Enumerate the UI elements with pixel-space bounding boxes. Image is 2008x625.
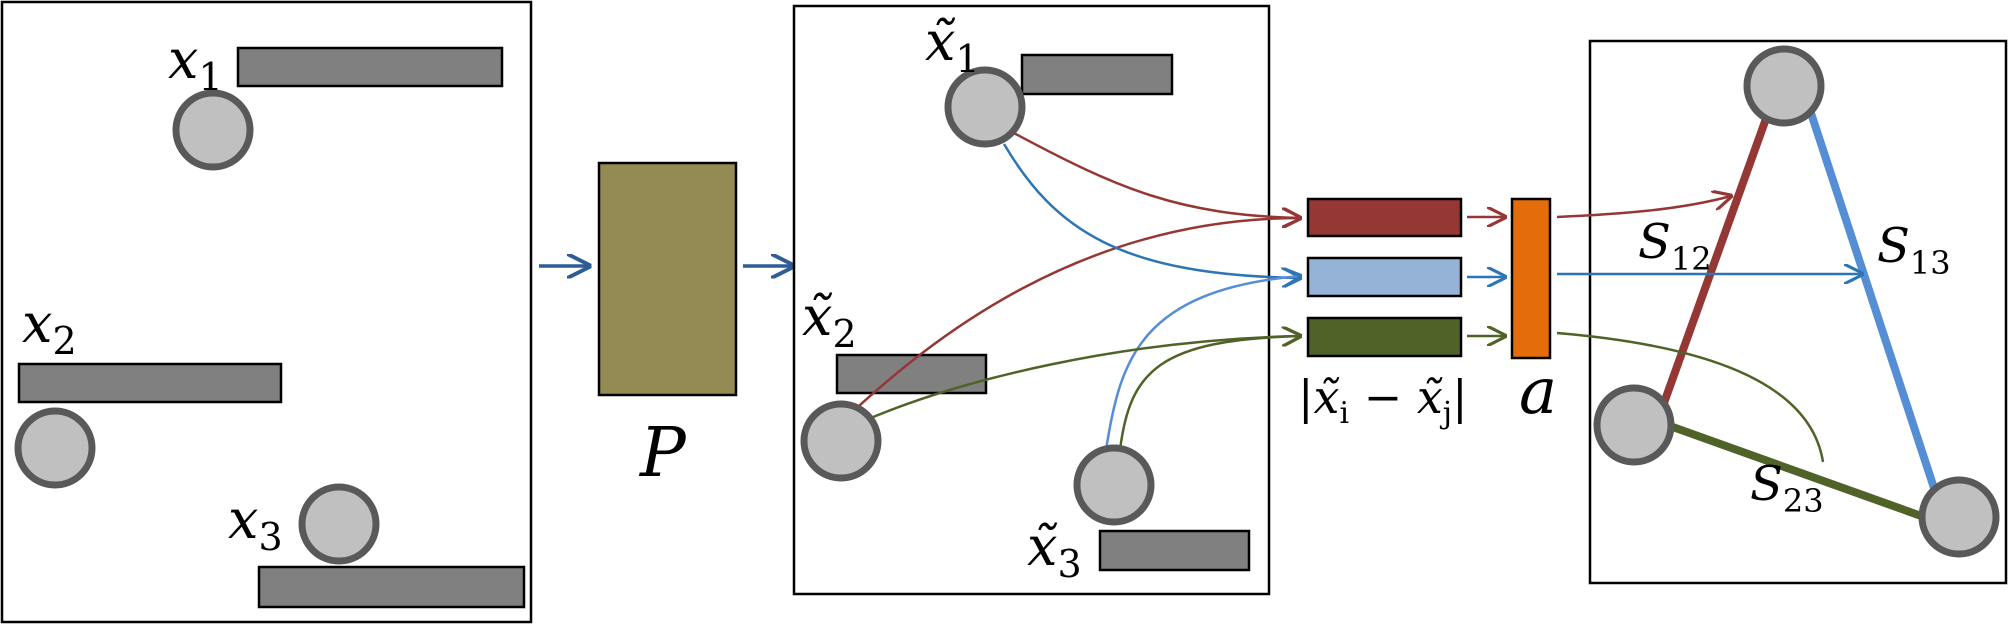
diff-vector-blue [1306,256,1463,298]
curve-x2-to-green [865,336,1300,422]
edge-s13 [1804,102,1938,490]
label-s13: S13 [1877,218,1951,282]
projected-bar-x1 [1020,53,1174,96]
curve-x1-to-blue [1002,143,1300,278]
node-x1 [172,89,254,171]
projected-node-x3 [1073,444,1155,526]
label-s12: S12 [1638,214,1712,278]
attention-block [1510,197,1552,360]
projected-bar-x3 [1098,529,1251,572]
difference-vectors: |x̃i − x̃j| [1298,197,1468,431]
node-x3 [298,483,380,565]
projected-panel: x̃1 x̃2 x̃3 [792,4,1300,596]
attention: a [1510,197,1557,429]
curve-x3-to-green [1118,336,1300,451]
projected-node-x1 [944,66,1026,148]
feature-bar-x1 [236,46,504,88]
graph-node-1 [1743,45,1825,127]
curve-attention-to-s12 [1556,196,1731,219]
difference-label: |x̃i − x̃j| [1298,370,1468,431]
attention-label: a [1519,355,1557,429]
feature-bar-x3 [257,565,526,609]
feature-bar-x2 [17,362,283,404]
label-x3: x3 [228,488,283,559]
projection-block [597,161,738,397]
projection: P [597,161,738,493]
input-panel: x1 x2 x3 [0,0,533,624]
curve-x3-to-blue [1104,276,1300,451]
node-x2 [14,407,96,489]
label-s23: S23 [1750,456,1824,520]
edge-s23 [1668,422,1926,521]
label-x-tilde-2: x̃2 [802,285,857,356]
projection-label: P [638,414,687,493]
graph-node-3 [1918,476,2000,558]
label-x1: x1 [168,28,223,99]
label-x2: x2 [22,292,77,363]
diff-vector-red [1306,197,1463,238]
curve-x2-to-red [847,218,1300,417]
diff-vector-green [1306,316,1463,358]
projected-node-x2 [800,400,882,482]
graph-node-2 [1593,384,1675,466]
label-x-tilde-3: x̃3 [1027,515,1082,586]
curve-x1-to-red [1011,130,1300,218]
edge-s12 [1656,100,1776,416]
curve-attention-to-s23 [1556,331,1825,463]
graph-panel: S12 S13 S23 [1556,39,2008,585]
label-x-tilde-1: x̃1 [925,10,980,81]
